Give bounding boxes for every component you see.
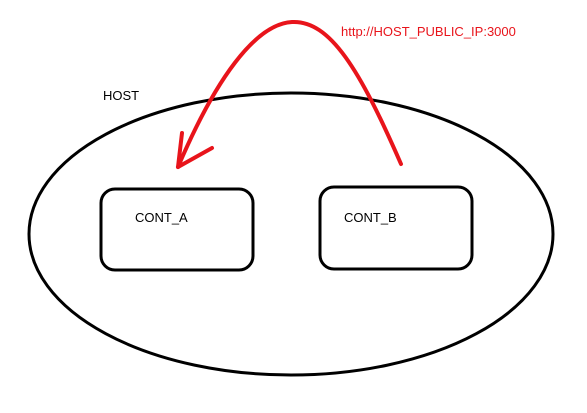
red-request-arrow — [176, 19, 403, 169]
red-arrowhead — [176, 131, 214, 169]
container-a-box — [99, 187, 255, 272]
host-label: HOST — [103, 88, 139, 103]
container-b-box — [318, 185, 474, 271]
url-label: http://HOST_PUBLIC_IP:3000 — [341, 24, 516, 39]
container-a-label: CONT_A — [135, 210, 188, 225]
host-ellipse — [27, 91, 555, 377]
container-b-label: CONT_B — [344, 210, 397, 225]
